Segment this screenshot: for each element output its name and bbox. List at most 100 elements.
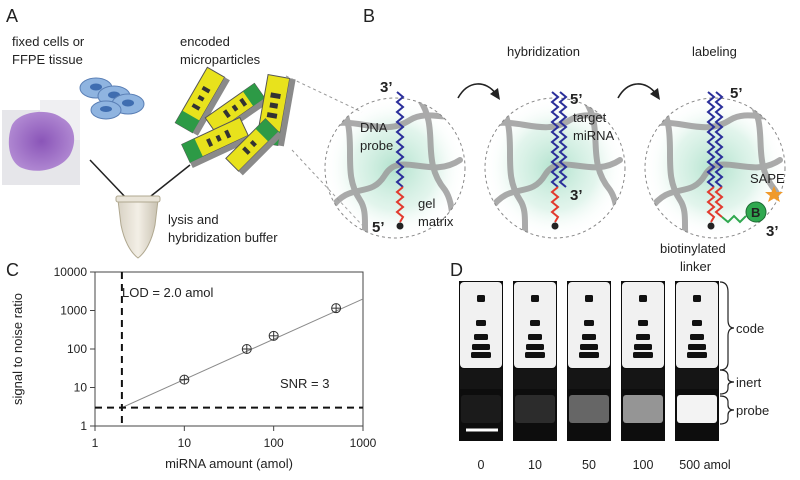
- gel-matrix-label-line1: gel: [418, 196, 435, 211]
- y-tick-label: 10000: [54, 265, 88, 279]
- target-strand-3: [714, 91, 724, 188]
- x-tick-label: 100: [264, 436, 284, 450]
- bracket-inert: [719, 369, 735, 395]
- dna-probe-red-segment: [395, 186, 405, 223]
- particle-image-column: [675, 281, 719, 441]
- column-label: 500 amol: [679, 458, 730, 472]
- connector-line-left: [89, 159, 129, 201]
- probe-region: [461, 395, 501, 423]
- probe-strand-3: [706, 91, 716, 188]
- particle-image-column: [513, 281, 557, 441]
- cells-label-line2: FFPE tissue: [12, 52, 83, 67]
- column-label: 100: [633, 458, 654, 472]
- column-label: 10: [528, 458, 542, 472]
- connector-line-right: [145, 164, 191, 201]
- y-tick-label: 100: [67, 342, 87, 356]
- labeling-5prime-label: 5’: [730, 85, 743, 102]
- panel-a: fixed cells or FFPE tissue encoded micro…: [2, 34, 363, 259]
- snr-chart: 1 10 100 1000 1 10 100 1000 10000 LOD = 2.0 amo…: [10, 265, 377, 471]
- data-points: [179, 303, 342, 385]
- particles-label-line2: microparticles: [180, 52, 261, 67]
- probe-5prime-label: 5’: [372, 219, 385, 236]
- dna-probe-label-line2: probe: [360, 138, 393, 153]
- region-label-probe: probe: [736, 403, 769, 418]
- lod-label: LOD = 2.0 amol: [122, 285, 214, 300]
- stage-title-labeling: labeling: [692, 44, 737, 59]
- x-axis-ticks: 1 10 100 1000: [92, 426, 377, 450]
- zoom-line-top: [285, 75, 363, 113]
- target-5prime-label: 5’: [570, 91, 583, 108]
- panel-label-c: C: [6, 260, 19, 280]
- x-tick-label: 10: [178, 436, 192, 450]
- bracket-probe: [719, 395, 735, 425]
- arrow-head-2: [650, 88, 660, 100]
- probe-region: [677, 395, 717, 423]
- probe-red-segment-2: [550, 186, 560, 223]
- probe-region: [515, 395, 555, 423]
- panel-d: 0 10 50 100 500 amol code inert probe: [459, 281, 769, 472]
- particle-image-column: [567, 281, 611, 441]
- snr-label: SNR = 3: [280, 376, 330, 391]
- threshold-lines: [95, 272, 363, 426]
- panel-label-b: B: [363, 6, 375, 26]
- probe-3prime-label: 3’: [380, 79, 393, 96]
- x-tick-label: 1: [92, 436, 99, 450]
- stage-title-hybridization: hybridization: [507, 44, 580, 59]
- sape-star-icon: [765, 186, 783, 202]
- region-label-code: code: [736, 321, 764, 336]
- tube-icon: [115, 195, 161, 259]
- y-tick-label: 10: [74, 381, 88, 395]
- data-point: [179, 374, 190, 385]
- labeling-3prime-label: 3’: [766, 223, 779, 240]
- gel-circle-labeling: B 5’ 3’ SAPE biotinylated linker: [644, 85, 786, 274]
- target-mirna-label-line1: target: [573, 110, 607, 125]
- y-tick-label: 1000: [60, 304, 87, 318]
- target-3prime-label: 3’: [570, 187, 583, 204]
- y-axis-ticks: 1 10 100 1000 10000: [54, 265, 95, 433]
- panel-label-a: A: [6, 6, 18, 26]
- biotin-letter: B: [751, 205, 760, 220]
- probe-strand-2: [550, 91, 560, 188]
- panel-label-d: D: [450, 260, 463, 280]
- cells-label-line1: fixed cells or: [12, 34, 85, 49]
- target-red-segment-3: [714, 186, 724, 218]
- column-label: 0: [478, 458, 485, 472]
- region-label-inert: inert: [736, 375, 762, 390]
- y-axis-title: signal to noise ratio: [10, 293, 25, 405]
- gel-circle-probe: 3’ 5’ DNA probe gel matrix: [324, 79, 466, 239]
- tube-label-line1: lysis and: [168, 212, 219, 227]
- probe-region: [569, 395, 609, 423]
- particles-label-line1: encoded: [180, 34, 230, 49]
- target-mirna-strand: [558, 91, 568, 188]
- data-point: [331, 303, 342, 314]
- microparticles-illustration: [174, 66, 296, 176]
- data-point: [241, 344, 252, 354]
- arrow-to-hybridization: [457, 83, 497, 99]
- target-mirna-label-line2: miRNA: [573, 128, 614, 143]
- gel-circle-hybridization: 5’ 3’ target miRNA: [484, 91, 626, 239]
- sape-label: SAPE: [750, 171, 785, 186]
- dna-probe-label-line1: DNA: [360, 120, 388, 135]
- biotin-badge: [745, 201, 767, 223]
- fit-line-group: [121, 298, 364, 409]
- x-tick-label: 1000: [350, 436, 377, 450]
- tissue-illustration: [2, 100, 80, 185]
- gel-matrix-label-line2: matrix: [418, 214, 454, 229]
- panel-b: hybridization labeling 3’ 5’ DNA probe g…: [324, 44, 786, 274]
- bracket-code: [719, 281, 735, 371]
- x-axis-title: miRNA amount (amol): [165, 456, 293, 471]
- probe-red-segment-3: [706, 186, 716, 223]
- arrow-head-1: [490, 88, 500, 100]
- particle-image-column: [621, 281, 665, 441]
- data-point: [268, 330, 279, 341]
- biotinylated-linker: [721, 214, 747, 224]
- fit-line: [121, 298, 364, 409]
- linker-label-line2: linker: [680, 259, 712, 274]
- microparticle-images: 0 10 50 100 500 amol: [459, 281, 731, 472]
- particle-image-column: [459, 281, 503, 441]
- arrow-to-labeling: [617, 83, 657, 99]
- tube-label-line2: hybridization buffer: [168, 230, 278, 245]
- y-tick-label: 1: [80, 419, 87, 433]
- column-label: 50: [582, 458, 596, 472]
